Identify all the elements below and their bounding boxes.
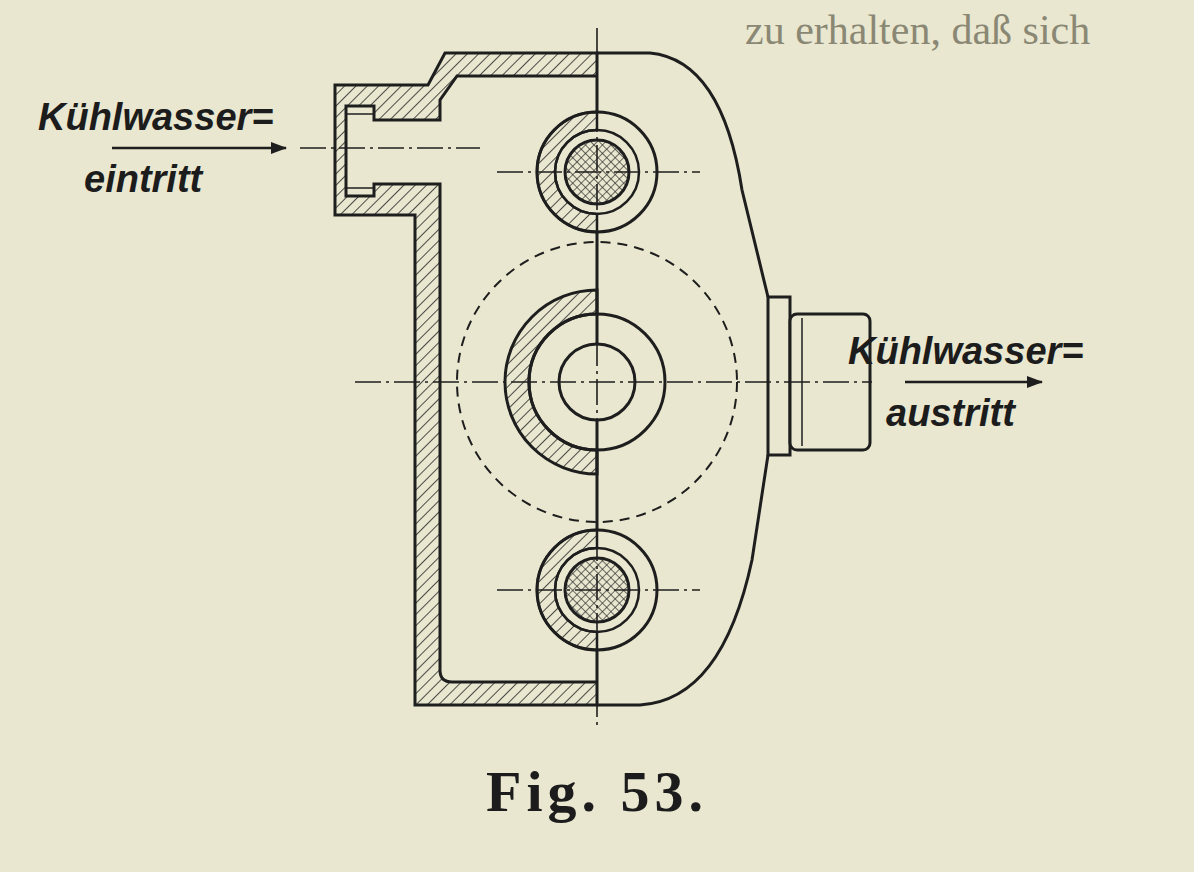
flow-arrow bbox=[112, 147, 286, 150]
thread-line bbox=[346, 113, 374, 115]
flow-label: Kühlwasser= eintritt bbox=[38, 86, 384, 210]
outlet-flange bbox=[768, 297, 790, 455]
flow-arrow bbox=[905, 381, 1042, 384]
page-text: zu erhalten, daß sich bbox=[745, 6, 1090, 54]
center-line bbox=[300, 147, 480, 149]
center-line bbox=[497, 171, 700, 172]
thread-line bbox=[346, 187, 374, 189]
flow-label: Kühlwasser= austritt bbox=[848, 320, 1186, 444]
figure-caption: Fig. 53. bbox=[486, 758, 708, 825]
center-line bbox=[355, 381, 872, 383]
center-line bbox=[497, 589, 700, 590]
center-line bbox=[596, 28, 598, 725]
